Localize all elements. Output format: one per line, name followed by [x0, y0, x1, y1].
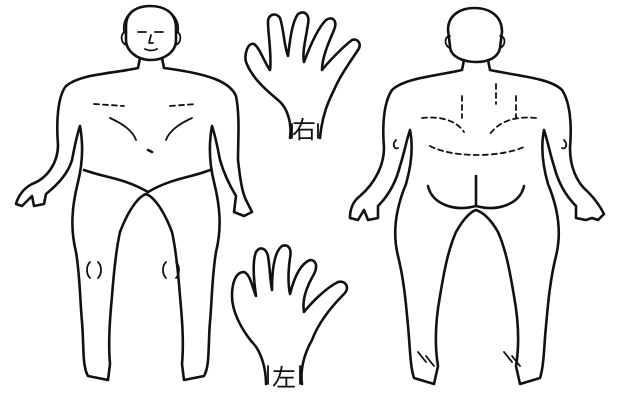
front-rib-right: [166, 118, 192, 140]
front-chest-dashes: [94, 104, 196, 106]
back-waist-dashes: [430, 146, 526, 155]
left-hand-figure: 左: [232, 246, 347, 393]
front-navel: [148, 150, 152, 152]
back-ankle-left: [418, 352, 434, 366]
back-shoulder-blade-right: [490, 118, 536, 134]
left-hand-label: 左: [272, 364, 296, 392]
back-body-outline: [350, 60, 604, 384]
front-underwear-line: [84, 170, 210, 192]
back-head: [448, 8, 502, 62]
front-body-figure: [16, 6, 252, 380]
back-buttocks: [428, 176, 524, 208]
front-rib-left: [110, 118, 136, 140]
back-elbow-right: [562, 140, 566, 148]
back-body-figure: [350, 8, 604, 384]
front-hair: [124, 6, 178, 32]
back-elbow-left: [394, 140, 398, 148]
front-mouth: [145, 49, 157, 51]
right-hand-figure: 右: [245, 12, 359, 144]
back-shoulder-blade-left: [422, 118, 464, 132]
front-knee-left: [87, 262, 101, 278]
back-spine-dashes: [462, 84, 516, 118]
right-hand-label: 右: [292, 116, 316, 144]
front-body-outline: [16, 58, 252, 380]
front-nose: [149, 35, 153, 43]
front-head: [126, 6, 176, 60]
